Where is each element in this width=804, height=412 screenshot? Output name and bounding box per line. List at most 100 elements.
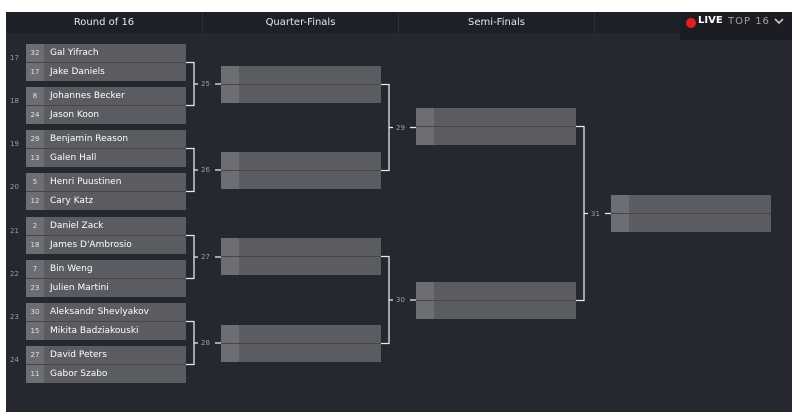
tournament-bracket: Round of 16 Quarter-Finals Semi-Finals F…: [6, 12, 792, 412]
match-number: 29: [396, 123, 405, 132]
player-slot[interactable]: [221, 85, 381, 103]
live-label: LIVE: [698, 15, 723, 26]
match-quarter-final[interactable]: [221, 152, 381, 189]
player-slot[interactable]: [221, 344, 381, 362]
player-slot[interactable]: [416, 108, 576, 127]
player-seed: [221, 171, 239, 189]
player-seed: 23: [26, 279, 44, 297]
round-label-sf[interactable]: Semi-Finals: [398, 12, 594, 33]
player-seed: [221, 85, 239, 103]
player-seed: 5: [26, 173, 44, 191]
player-slot[interactable]: [221, 325, 381, 344]
bracket-connector-line: [381, 255, 390, 345]
match-number: 22: [10, 270, 19, 278]
player-name: Jake Daniels: [50, 67, 105, 77]
player-slot[interactable]: [221, 257, 381, 275]
match-number: 25: [201, 80, 210, 88]
player-seed: [221, 344, 239, 362]
match-final[interactable]: [611, 195, 771, 232]
player-slot[interactable]: [221, 171, 381, 189]
player-seed: [221, 66, 239, 84]
match-number: 23: [10, 313, 19, 321]
player-slot[interactable]: 29 Benjamin Reason: [26, 130, 186, 149]
player-seed: [416, 301, 434, 319]
match-number: 30: [396, 296, 405, 304]
player-slot[interactable]: [221, 152, 381, 171]
player-seed: [221, 257, 239, 275]
match-quarter-final[interactable]: [221, 66, 381, 103]
match-quarter-final[interactable]: [221, 238, 381, 275]
player-slot[interactable]: [611, 195, 771, 214]
bracket-connector-line: [381, 83, 390, 172]
match-semi-final[interactable]: [416, 282, 576, 319]
match-number: 31: [591, 209, 600, 218]
player-slot[interactable]: [611, 214, 771, 232]
player-slot[interactable]: [416, 282, 576, 301]
player-seed: [221, 238, 239, 256]
bracket-connector-line: [576, 125, 585, 302]
player-seed: [611, 214, 629, 232]
player-name: Jason Koon: [50, 110, 100, 120]
player-slot[interactable]: 24 Jason Koon: [26, 106, 186, 124]
round-label-qf[interactable]: Quarter-Finals: [202, 12, 398, 33]
bracket-connector-line: [186, 320, 195, 366]
player-slot[interactable]: [416, 301, 576, 319]
player-name: Johannes Becker: [50, 91, 125, 101]
player-seed: 11: [26, 365, 44, 383]
player-seed: 30: [26, 303, 44, 321]
player-seed: 17: [26, 63, 44, 81]
match-number: 27: [201, 253, 210, 261]
match-number: 24: [10, 356, 19, 364]
player-name: Galen Hall: [50, 153, 97, 163]
player-seed: [416, 127, 434, 145]
match-number: 19: [10, 140, 19, 148]
match-number: 28: [201, 339, 210, 347]
bracket-connector-line: [186, 61, 195, 107]
player-slot[interactable]: [221, 238, 381, 257]
player-slot[interactable]: 27 David Peters: [26, 346, 186, 365]
player-name: Benjamin Reason: [50, 134, 129, 144]
player-name: James D'Ambrosio: [50, 240, 132, 250]
match-number: 20: [10, 183, 19, 191]
player-seed: 27: [26, 346, 44, 364]
live-filter-bar[interactable]: LIVE TOP 16: [680, 12, 792, 40]
player-slot[interactable]: [416, 127, 576, 145]
player-seed: [611, 195, 629, 213]
bracket-filter-label[interactable]: TOP 16: [728, 16, 770, 27]
round-label-r16[interactable]: Round of 16: [73, 17, 135, 28]
player-seed: 29: [26, 130, 44, 148]
bracket-connector-line: [186, 147, 195, 193]
player-seed: 15: [26, 322, 44, 340]
player-name: David Peters: [50, 350, 107, 360]
player-slot[interactable]: 17 Jake Daniels: [26, 63, 186, 81]
player-seed: [416, 108, 434, 126]
player-seed: 24: [26, 106, 44, 124]
bracket-connector-line: [186, 234, 195, 280]
player-seed: 32: [26, 44, 44, 62]
player-slot[interactable]: [221, 66, 381, 85]
chevron-down-icon[interactable]: [774, 16, 784, 26]
player-seed: 2: [26, 217, 44, 235]
match-semi-final[interactable]: [416, 108, 576, 145]
match-quarter-final[interactable]: [221, 325, 381, 362]
